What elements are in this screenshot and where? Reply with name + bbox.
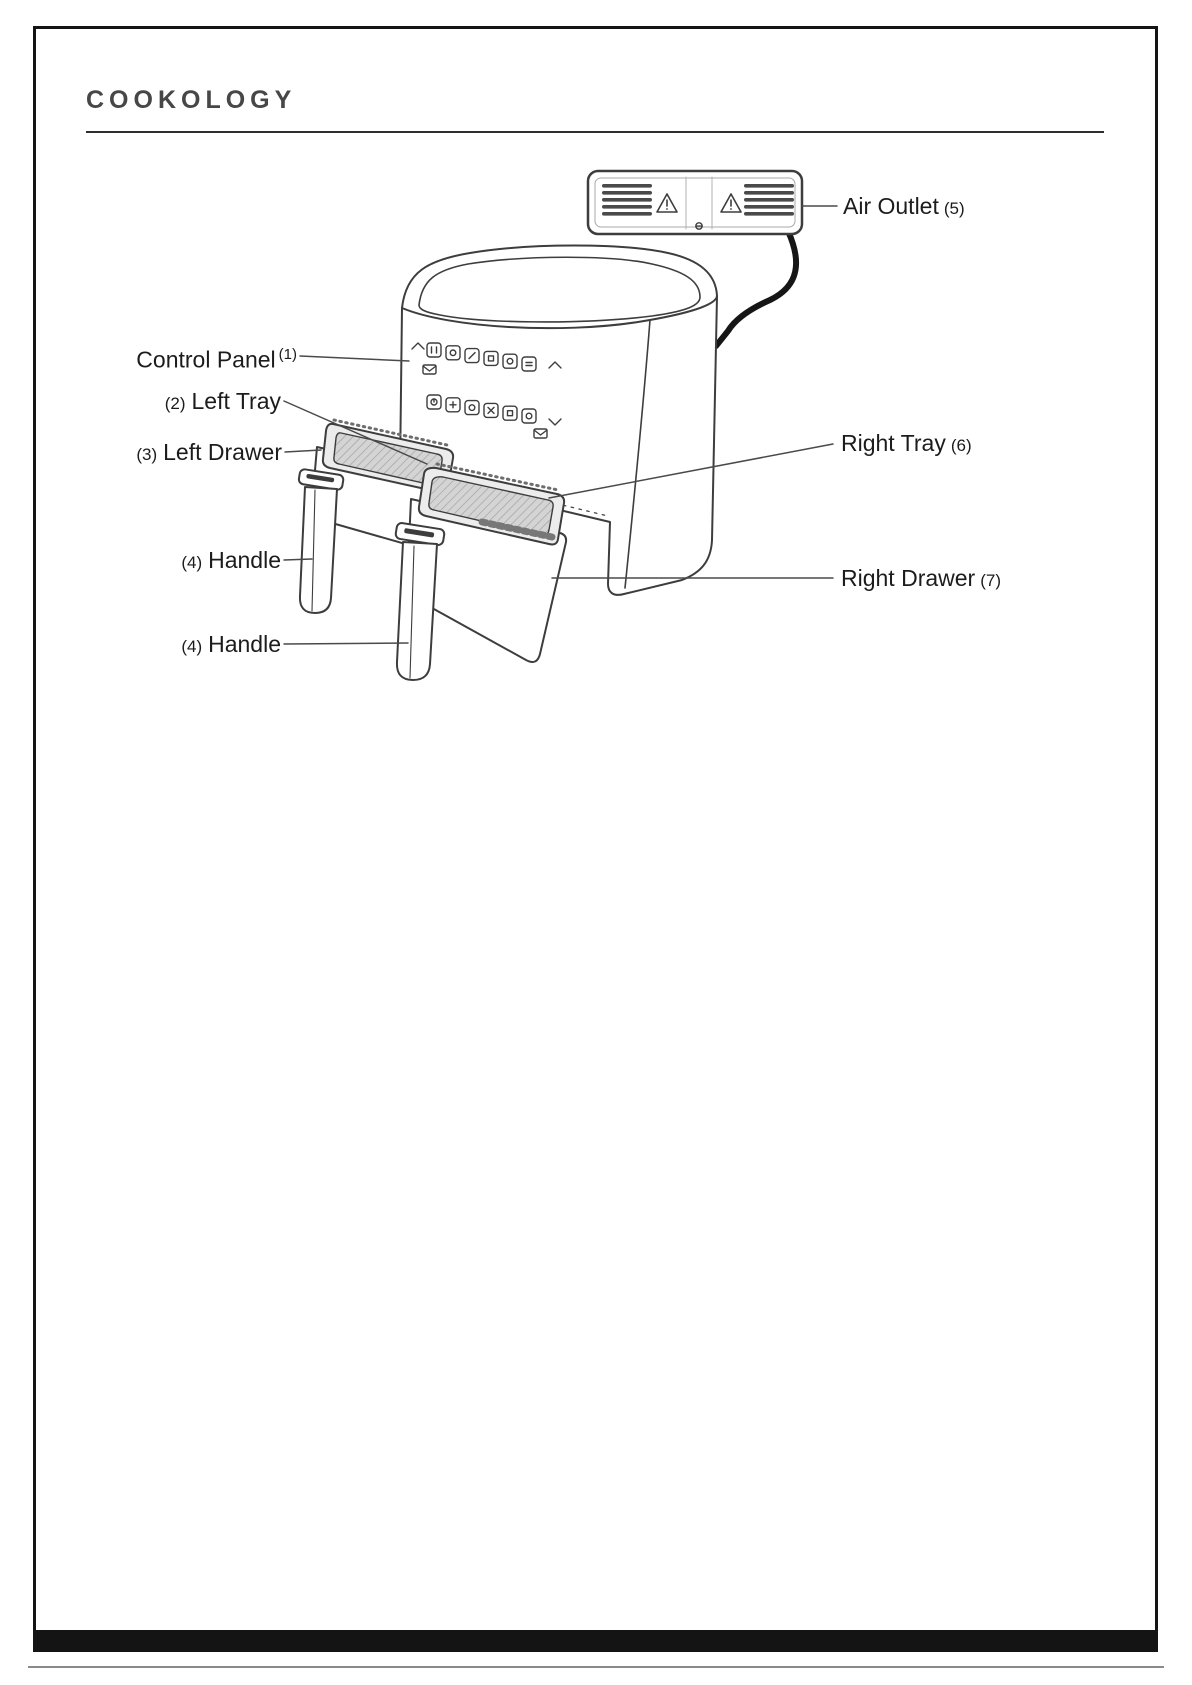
envelope-icon (533, 428, 548, 439)
label-left-tray: (2)Left Tray (164, 388, 281, 414)
chevron-up-icon (548, 361, 562, 369)
page-bottom-rule (28, 1666, 1164, 1668)
leader-right-tray (548, 443, 834, 499)
screw-icon (695, 222, 703, 230)
warning-triangle-icon (656, 193, 678, 213)
vent-slats-left (602, 184, 652, 216)
vent-slats-right (744, 184, 794, 216)
air-outlet-art (586, 169, 804, 236)
chevron-down-icon (548, 418, 562, 426)
leader-lines (283, 205, 838, 645)
leader-left-tray (283, 400, 428, 465)
envelope-icon (422, 364, 437, 375)
control-panel-icons (411, 342, 562, 439)
right-handle-art (394, 522, 446, 681)
label-left-drawer: (3)Left Drawer (136, 439, 282, 465)
leader-handle-top (283, 558, 313, 561)
label-right-tray: Right Tray(6) (841, 430, 972, 456)
brand-logo: COOKOLOGY (86, 86, 297, 114)
chevron-up-icon (411, 342, 425, 350)
power-cable-art (713, 228, 800, 349)
label-handle-bottom: (4)Handle (181, 631, 281, 657)
fryer-body-art (399, 244, 718, 596)
warning-triangle-icon (720, 193, 742, 213)
leader-handle-bottom (283, 642, 409, 645)
leader-control-panel (299, 355, 410, 362)
left-handle-art (297, 468, 345, 614)
label-right-drawer: Right Drawer(7) (841, 565, 1001, 591)
label-air-outlet: Air Outlet(5) (843, 193, 965, 219)
label-handle-top: (4)Handle (181, 547, 281, 573)
right-tray-art (417, 462, 566, 546)
label-control-panel: Control Panel(1) (136, 346, 297, 373)
leader-left-drawer (284, 449, 322, 453)
header-rule (86, 131, 1104, 133)
